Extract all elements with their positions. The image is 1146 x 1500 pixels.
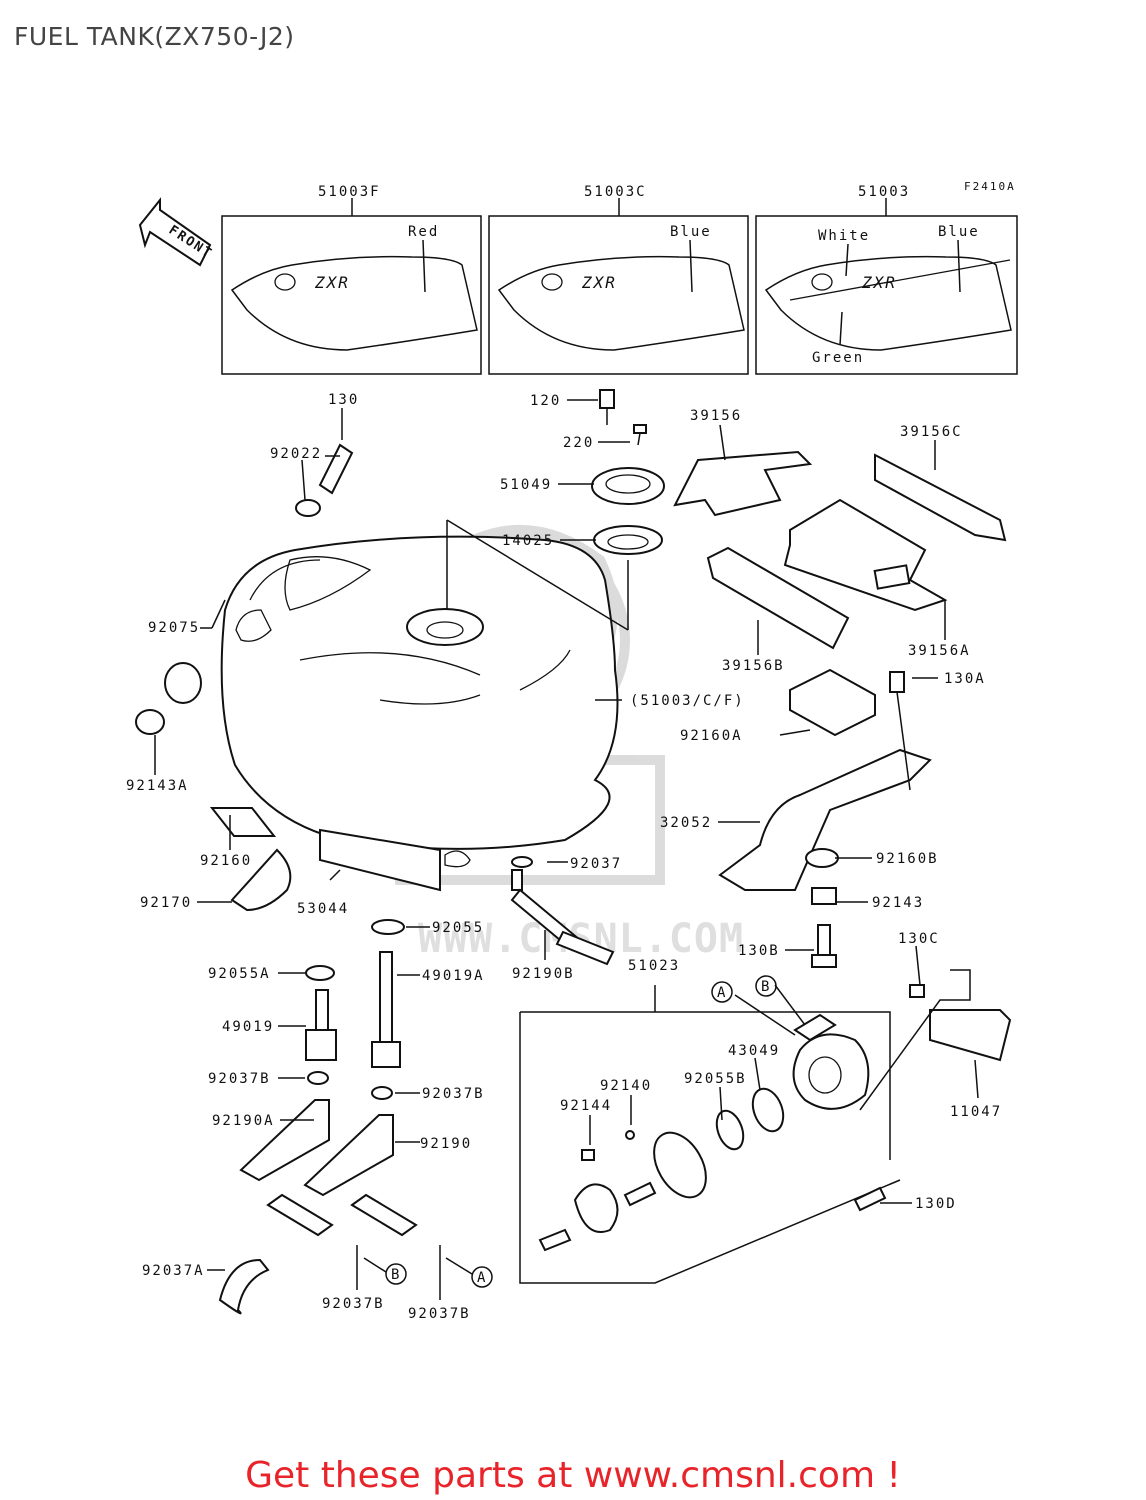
callout-92143A: 92143A xyxy=(126,778,189,794)
callout-11047: 11047 xyxy=(950,1104,1002,1120)
front-arrow-icon: FRONT xyxy=(138,197,215,267)
footer-link-text[interactable]: Get these parts at www.cmsnl.com ! xyxy=(245,1455,901,1496)
decal-color-blue: Blue xyxy=(938,224,980,240)
callout-92037B: 92037B xyxy=(208,1071,271,1087)
bracket-32052 xyxy=(718,668,932,968)
callout-92037B: 92037B xyxy=(322,1296,385,1312)
callout-92037B: 92037B xyxy=(422,1086,485,1102)
callout-92160: 92160 xyxy=(200,853,252,869)
callout-92160A: 92160A xyxy=(680,728,743,744)
callout-49019: 49019 xyxy=(222,1019,274,1035)
callout-53044: 53044 xyxy=(297,901,349,917)
callout-39156C: 39156C xyxy=(900,424,963,440)
decal-logo: ZXR xyxy=(861,273,897,292)
callout-39156A: 39156A xyxy=(908,643,971,659)
fuel-tank xyxy=(220,535,619,892)
callout-51003: 51003 xyxy=(858,184,910,200)
decal-logo: ZXR xyxy=(581,273,617,292)
decal-logo: ZXR xyxy=(314,273,350,292)
callout-51049: 51049 xyxy=(500,477,552,493)
callout-92022: 92022 xyxy=(270,446,322,462)
callout-32052: 32052 xyxy=(660,815,712,831)
decal-color-green: Green xyxy=(812,350,864,366)
callout-130D: 130D xyxy=(915,1196,957,1212)
rubber-pads xyxy=(673,450,1007,650)
callout-51003F: 51003F xyxy=(318,184,381,200)
callout-92075: 92075 xyxy=(148,620,200,636)
left-side-parts xyxy=(135,443,615,1315)
callout-130C: 130C xyxy=(898,931,940,947)
fuel-cap-assembly xyxy=(446,389,665,631)
callout-51003-c-f: (51003/C/F) xyxy=(630,693,745,709)
callout-130: 130 xyxy=(328,392,359,408)
callout-92170: 92170 xyxy=(140,895,192,911)
callout-labels: 130 92022 120 220 51049 14025 39156 3915… xyxy=(126,392,1002,1322)
callout-220: 220 xyxy=(563,435,594,451)
decal-color-blue: Blue xyxy=(670,224,712,240)
page-title: FUEL TANK(ZX750-J2) xyxy=(14,22,295,51)
callout-92190B: 92190B xyxy=(512,966,575,982)
callout-39156: 39156 xyxy=(690,408,742,424)
callout-92037: 92037 xyxy=(570,856,622,872)
callout-49019A: 49019A xyxy=(422,968,485,984)
figure-code: F2410A xyxy=(964,180,1016,193)
callout-92143: 92143 xyxy=(872,895,924,911)
decal-51003: 51003 ZXR White Blue Green xyxy=(755,184,1018,375)
fuel-cock-assembly xyxy=(519,969,1012,1284)
callout-92037B: 92037B xyxy=(408,1306,471,1322)
callout-92055A: 92055A xyxy=(208,966,271,982)
callout-51023: 51023 xyxy=(628,958,680,974)
callout-B: B xyxy=(391,1267,401,1283)
callout-A: A xyxy=(477,1270,487,1286)
callout-92190A: 92190A xyxy=(212,1113,275,1129)
leader-lines xyxy=(154,399,979,1300)
callout-B: B xyxy=(761,979,771,995)
decal-51003F: 51003F ZXR Red xyxy=(221,184,482,375)
callout-120: 120 xyxy=(530,393,561,409)
callout-92055: 92055 xyxy=(432,920,484,936)
callout-92190: 92190 xyxy=(420,1136,472,1152)
callout-92160B: 92160B xyxy=(876,851,939,867)
callout-92037A: 92037A xyxy=(142,1263,205,1279)
callout-92140: 92140 xyxy=(600,1078,652,1094)
callout-39156B: 39156B xyxy=(722,658,785,674)
callout-130A: 130A xyxy=(944,671,986,687)
callout-92144: 92144 xyxy=(560,1098,612,1114)
callout-43049: 43049 xyxy=(728,1043,780,1059)
decal-color-red: Red xyxy=(408,224,439,240)
decal-51003C: 51003C ZXR Blue xyxy=(488,184,749,375)
callout-92055B: 92055B xyxy=(684,1071,747,1087)
decal-color-white: White xyxy=(818,228,870,244)
callout-51003C: 51003C xyxy=(584,184,647,200)
callout-14025: 14025 xyxy=(502,533,554,549)
callout-A: A xyxy=(717,985,727,1001)
callout-130B: 130B xyxy=(738,943,780,959)
